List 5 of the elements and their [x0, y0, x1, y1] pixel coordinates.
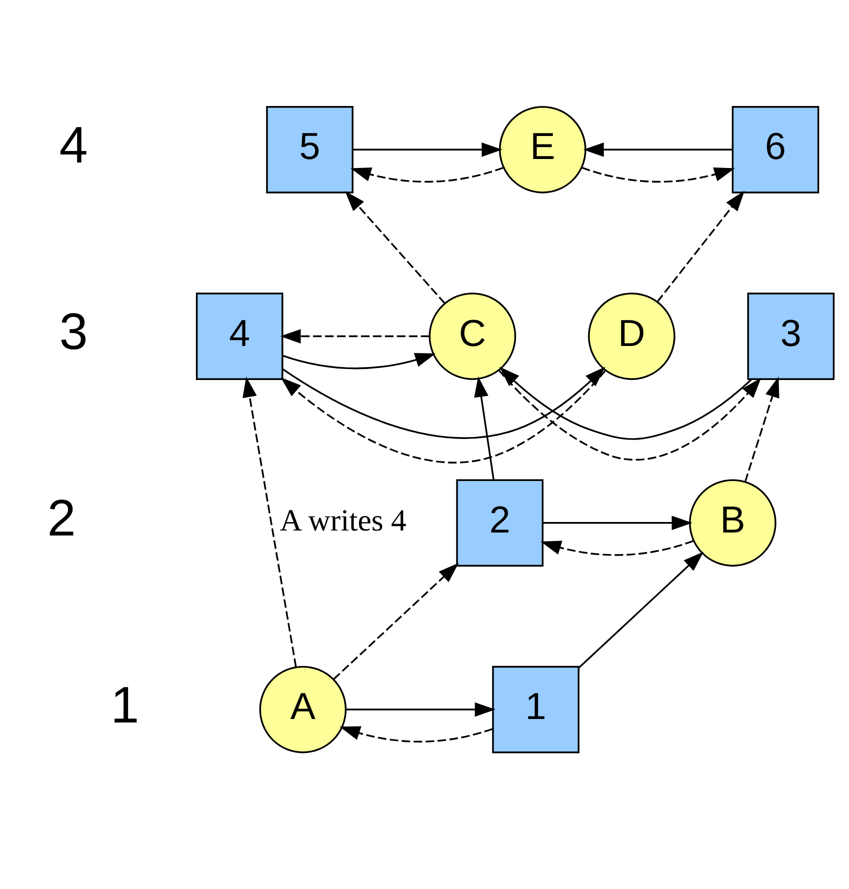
label: 2 — [47, 489, 76, 546]
label: 1 — [110, 676, 140, 733]
edge-label: A writes 4 — [280, 502, 406, 537]
label: 4 — [59, 116, 88, 173]
label: 3 — [59, 302, 88, 360]
